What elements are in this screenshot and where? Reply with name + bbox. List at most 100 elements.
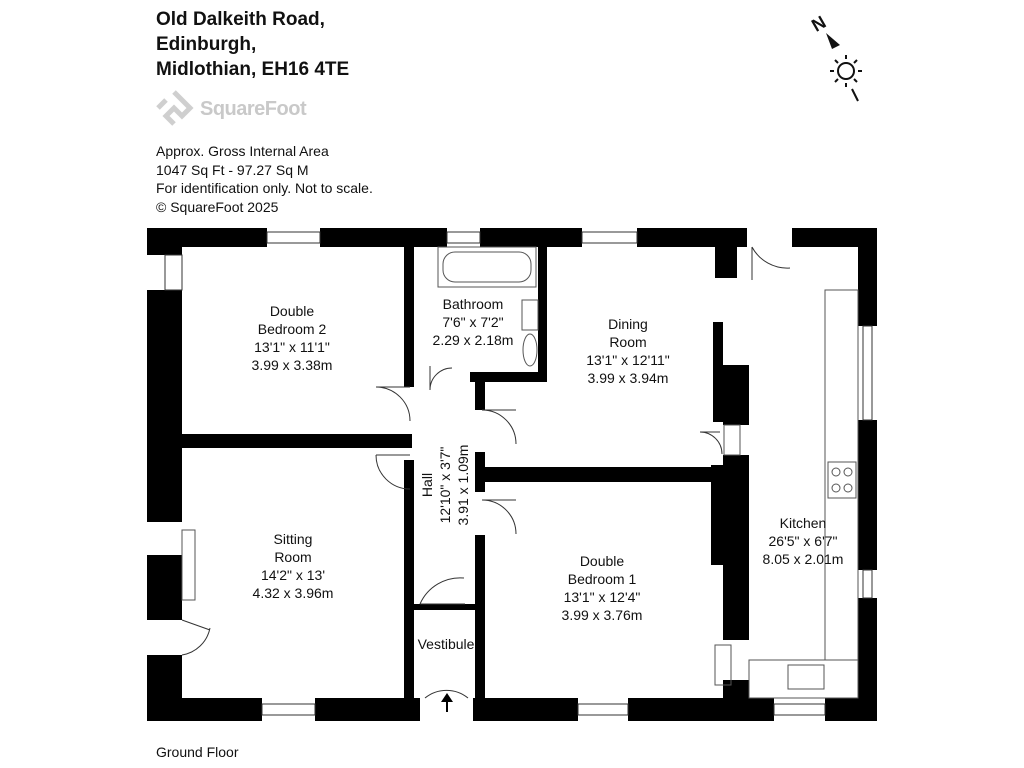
fireplace [181,529,196,601]
bath-fixture [437,246,537,288]
toilet [522,333,538,367]
room-name: Kitchen [779,515,827,531]
north-arrow-icon: N [810,12,862,102]
room-name: Dining [608,316,648,332]
door-kitchen-back [751,246,791,280]
logo-text: SquareFoot [200,98,307,120]
outer-wall [480,228,582,247]
sun-icon [837,62,855,80]
room-size-imperial: 26'5" x 6'7" [768,533,838,549]
room-size-metric: 8.05 x 2.01m [762,551,844,567]
cupboard [723,424,741,456]
room-name: Double [269,303,315,319]
internal-wall [404,460,414,698]
cupboard [714,644,732,686]
room-sitting: Sitting Room 14'2" x 13' 4.32 x 3.96m [253,530,334,602]
internal-wall [711,465,723,565]
room-dining: Dining Room 13'1" x 12'11" 3.99 x 3.94m [586,315,670,387]
windows [164,231,873,716]
internal-wall [404,247,414,387]
disclaimer: For identification only. Not to scale. [156,180,373,196]
room-size-metric: 3.91 x 1.09m [455,444,471,526]
door-bedroom2 [375,386,411,422]
internal-wall [475,452,485,492]
door-vestibule [419,577,465,605]
room-size-metric: 3.99 x 3.94m [587,370,669,386]
area-title: Approx. Gross Internal Area [156,143,329,159]
outer-wall [147,228,182,255]
window [581,231,638,244]
address-line-2: Edinburgh, [156,34,257,55]
internal-wall [723,680,749,698]
kitchen-counter [824,289,859,661]
window [446,231,481,244]
internal-wall [475,382,485,410]
kitchen-counter-bottom [748,659,859,699]
hob-ring [843,467,853,477]
door-bathroom [429,366,453,391]
room-size-metric: 2.29 x 2.18m [432,332,514,348]
basin [521,299,539,331]
hob-ring [843,483,853,493]
room-vestibule: Vestibule [418,635,475,653]
hob-ring [831,467,841,477]
room-hall: Hall 12'10" x 3'7" 3.91 x 1.09m [418,445,472,526]
walls [147,228,877,721]
internal-wall [723,455,749,640]
kitchen-sink [787,664,825,690]
window [164,254,183,291]
outer-wall [320,228,447,247]
hob [827,461,857,499]
room-name: Bedroom 1 [567,571,637,587]
room-name: Room [274,549,312,565]
outer-wall [858,228,877,326]
room-bedroom1: Double Bedroom 1 13'1" x 12'4" 3.99 x 3.… [562,552,643,624]
room-name: Double [579,553,625,569]
outer-wall [473,698,578,721]
window [773,703,826,716]
outer-wall [858,598,877,721]
entrance-arrow-icon [441,693,453,712]
outer-wall [628,698,774,721]
room-name: Vestibule [417,636,475,652]
room-size-imperial: 13'1" x 12'4" [563,589,641,605]
door-bedroom1 [481,499,517,535]
internal-wall [475,535,485,698]
hob-ring [831,483,841,493]
window [862,325,873,421]
squarefoot-logo: SquareFoot [152,88,332,130]
floor-label: Ground Floor [156,744,239,760]
outer-wall [715,228,737,278]
outer-wall [147,290,182,522]
address-line-1: Old Dalkeith Road, [156,9,325,30]
north-arrow-head [826,33,840,49]
room-kitchen: Kitchen 26'5" x 6'7" 8.05 x 2.01m [763,514,844,568]
internal-wall [404,604,480,610]
window [862,569,873,599]
door-dining [481,409,517,445]
room-bedroom2: Double Bedroom 2 13'1" x 11'1" 3.99 x 3.… [252,302,333,374]
door-front [424,689,469,699]
room-size-imperial: 14'2" x 13' [260,567,326,583]
room-name: Hall [419,472,435,498]
door-sitting [375,454,411,490]
fixtures [181,246,859,699]
door-cupboard [699,431,723,455]
window [577,703,629,716]
squarefoot-logo-icon [156,90,194,126]
window [261,703,316,716]
outer-wall [147,555,182,620]
outer-wall [315,698,420,721]
outer-wall [147,698,262,721]
doors [181,246,791,699]
outer-wall [858,420,877,570]
room-name: Sitting [273,531,313,547]
copyright: © SquareFoot 2025 [156,198,279,215]
area-info: Approx. Gross Internal Area 1047 Sq Ft -… [156,142,373,216]
outer-wall [792,228,877,247]
room-size-imperial: 13'1" x 12'11" [586,352,670,368]
bath-inner [442,251,532,283]
window [266,231,321,244]
property-address: Old Dalkeith Road, Edinburgh, Midlothian… [156,7,349,82]
